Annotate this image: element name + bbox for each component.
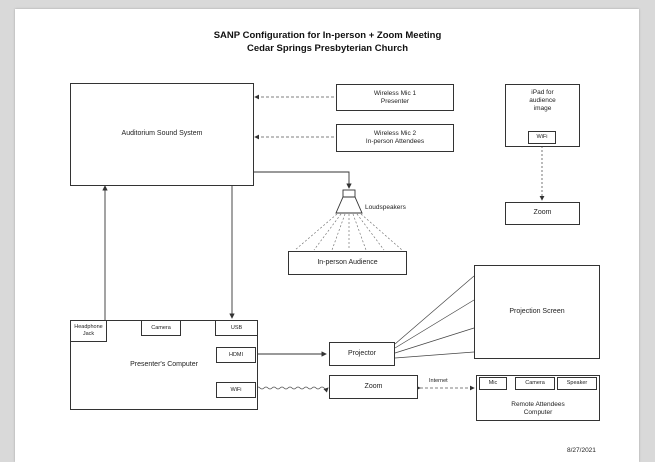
mic1-label: Wireless Mic 1 [373, 89, 417, 97]
zoom-ipad: Zoom [505, 202, 580, 225]
presenters-computer-label: Presenter's Computer [130, 360, 198, 368]
remote-line1: Remote Attendees [511, 401, 565, 409]
mic2-label: Wireless Mic 2 [373, 130, 417, 138]
remote-camera-port: Camera [515, 377, 555, 390]
projection-screen: Projection Screen [474, 265, 600, 359]
remote-mic-port: Mic [479, 377, 507, 390]
ipad-line1: iPad for [531, 89, 554, 96]
ipad-line2: audience [529, 96, 556, 104]
speaker-link [253, 171, 352, 189]
diagram-date: 8/27/2021 [567, 447, 596, 454]
projection-lines [394, 275, 475, 359]
auditorium-sound-system: Auditorium Sound System [70, 83, 254, 186]
mic2-role: In-person Attendees [365, 138, 425, 145]
ipad-line3: image [533, 104, 552, 112]
ipad-wifi-port: WiFi [528, 131, 556, 144]
zoom-main: Zoom [329, 375, 418, 399]
headphone-jack-port: Headphone Jack [70, 320, 107, 342]
sound-rays [294, 213, 403, 251]
loudspeaker-body [342, 189, 356, 198]
projector: Projector [329, 342, 395, 366]
wireless-mic-1: Wireless Mic 1 Presenter [336, 84, 454, 111]
usb-port: USB [215, 320, 258, 336]
internet-label: Internet [429, 378, 448, 384]
loudspeakers-label: Loudspeakers [365, 204, 406, 211]
hdmi-port: HDMI [216, 347, 256, 363]
wireless-mic-2: Wireless Mic 2 In-person Attendees [336, 124, 454, 152]
camera-port: Camera [141, 320, 181, 336]
diagram-subtitle: Cedar Springs Presbyterian Church [246, 43, 409, 54]
wifi-port: WiFi [216, 382, 256, 398]
in-person-audience: In-person Audience [288, 251, 407, 275]
mic1-role: Presenter [380, 97, 410, 105]
diagram-title: SANP Configuration for In-person + Zoom … [213, 30, 442, 41]
wifi-link [251, 386, 329, 393]
headphone-line2: Jack [82, 331, 95, 337]
loudspeaker-cone [335, 196, 363, 214]
remote-line2: Computer [523, 409, 553, 417]
headphone-line1: Headphone [74, 324, 103, 331]
remote-speaker-port: Speaker [557, 377, 597, 390]
